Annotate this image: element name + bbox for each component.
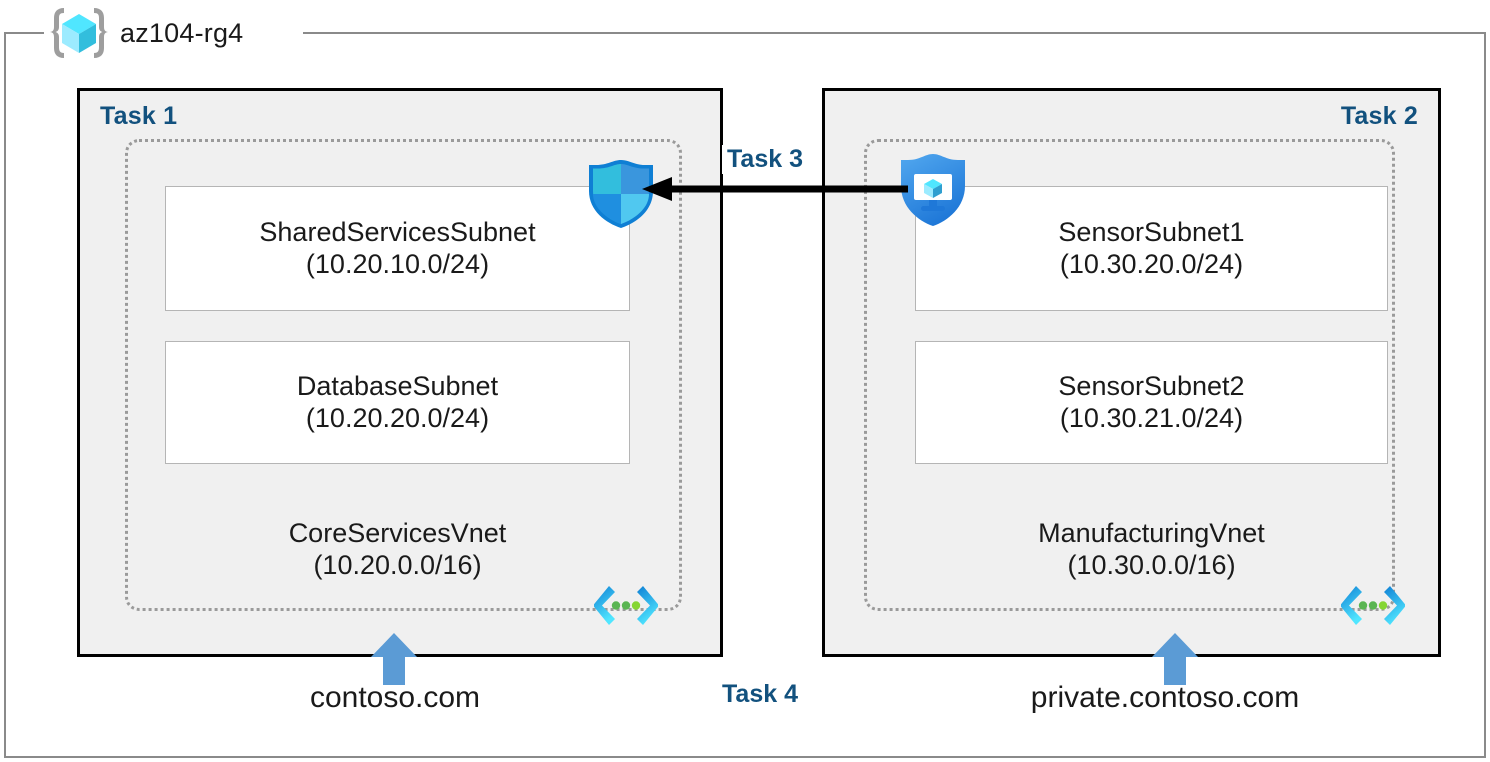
subnet-name: SensorSubnet2: [1058, 370, 1245, 401]
core-services-vnet-label: CoreServicesVnet (10.20.0.0/16): [165, 518, 630, 581]
security-shield-icon: [589, 160, 653, 228]
task-2-label: Task 2: [1340, 102, 1418, 130]
subnet-cidr: (10.30.20.0/24): [1059, 248, 1244, 279]
up-arrow-icon: [1152, 633, 1198, 685]
subnet-databasesubnet: DatabaseSubnet (10.20.20.0/24): [165, 341, 630, 464]
azure-resource-group-icon: [49, 8, 109, 58]
resource-group-header: az104-rg4: [44, 2, 252, 64]
up-arrow-icon: [371, 633, 417, 685]
left-arrow-icon: [642, 177, 908, 201]
subnet-cidr: (10.20.20.0/24): [305, 402, 490, 433]
core-services-vnet-boundary: [125, 139, 682, 611]
subnet-cidr: (10.20.10.0/24): [305, 248, 490, 279]
resource-group-frame: [4, 32, 1486, 758]
task-4-label: Task 4: [722, 680, 798, 708]
subnet-name: SensorSubnet1: [1058, 216, 1245, 247]
resource-group-frame-top-left: [4, 32, 44, 34]
task-1-label: Task 1: [100, 102, 178, 130]
manufacturing-vnet-boundary: [864, 139, 1395, 611]
vnet-cidr: (10.30.0.0/16): [1067, 549, 1236, 580]
manufacturing-vnet-label: ManufacturingVnet (10.30.0.0/16): [915, 518, 1388, 581]
dns-zone-contoso: contoso.com: [309, 681, 481, 714]
vnet-cidr: (10.20.0.0/16): [313, 549, 482, 580]
vnet-name: ManufacturingVnet: [1038, 518, 1265, 548]
vnet-name: CoreServicesVnet: [288, 518, 507, 548]
task-3-label: Task 3: [722, 145, 808, 174]
defender-monitor-shield-icon: [901, 154, 965, 226]
subnet-sharedservicessubnet: SharedServicesSubnet (10.20.10.0/24): [165, 186, 630, 311]
dns-zone-private-contoso: private.contoso.com: [1030, 681, 1300, 714]
subnet-name: SharedServicesSubnet: [259, 216, 536, 247]
vnet-icon: [594, 586, 658, 625]
subnet-name: DatabaseSubnet: [296, 370, 499, 401]
resource-group-frame-top-right: [303, 32, 1486, 34]
subnet-sensorsubnet2: SensorSubnet2 (10.30.21.0/24): [915, 341, 1388, 464]
vnet-icon: [1341, 586, 1405, 625]
subnet-cidr: (10.30.21.0/24): [1059, 402, 1244, 433]
subnet-sensorsubnet1: SensorSubnet1 (10.30.20.0/24): [915, 186, 1388, 311]
resource-group-name: az104-rg4: [120, 17, 244, 48]
